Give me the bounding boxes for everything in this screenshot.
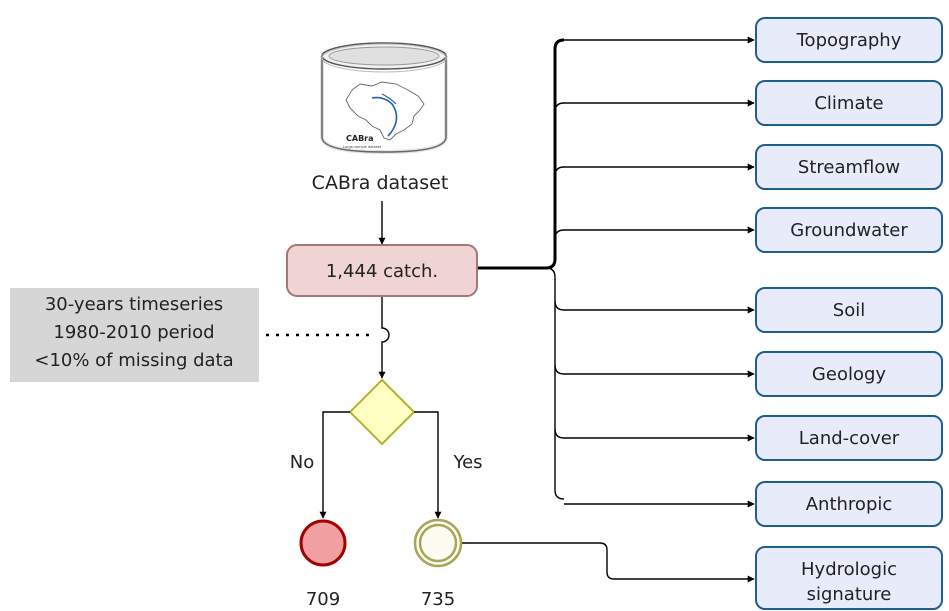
arrow-to-geology xyxy=(554,364,755,378)
attribute-label-topography: Topography xyxy=(796,30,902,51)
attribute-box-climate: Climate xyxy=(755,80,943,126)
brazil-map-icon xyxy=(345,81,425,141)
dataset-logo-title: CABra xyxy=(346,134,374,143)
attribute-bracket xyxy=(478,38,565,500)
arrow-to-groundwater xyxy=(554,226,755,240)
attribute-label-geology: Geology xyxy=(812,364,886,385)
attribute-label-anthropic: Anthropic xyxy=(806,494,893,515)
no-count: 709 xyxy=(306,589,340,610)
signature-line2: signature xyxy=(807,584,892,605)
attribute-label-streamflow: Streamflow xyxy=(798,157,900,178)
criteria-box: 30-years timeseries 1980-2010 period <10… xyxy=(10,288,259,382)
attribute-arrows xyxy=(554,36,755,508)
attribute-box-groundwater: Groundwater xyxy=(755,207,943,253)
arrow-catch-to-decision xyxy=(378,297,390,379)
arrow-to-climate xyxy=(554,99,755,113)
no-label: No xyxy=(290,452,314,473)
arrow-yes-branch xyxy=(414,411,442,519)
hydrologic-signature-box: Hydrologic signature xyxy=(755,546,943,610)
attribute-label-groundwater: Groundwater xyxy=(790,220,908,241)
database-icon: CABra Large-sample dataset xyxy=(320,42,448,155)
yes-outcome-circle xyxy=(413,518,463,568)
attribute-box-topography: Topography xyxy=(755,17,943,63)
attribute-box-frame xyxy=(755,287,943,333)
attribute-box-soil: Soil xyxy=(755,287,943,333)
signature-line1: Hydrologic xyxy=(801,559,897,580)
attribute-box-frame xyxy=(755,80,943,126)
catchments-label: 1,444 catch. xyxy=(326,261,438,282)
attribute-box-frame xyxy=(755,17,943,63)
criteria-line2: 1980-2010 period xyxy=(53,322,214,343)
dataset-logo-subtitle: Large-sample dataset xyxy=(343,145,382,149)
attribute-box-streamflow: Streamflow xyxy=(755,144,943,190)
attribute-label-climate: Climate xyxy=(814,93,883,114)
attribute-box-frame xyxy=(755,481,943,527)
attribute-box-anthropic: Anthropic xyxy=(755,481,943,527)
attribute-box-geology: Geology xyxy=(755,351,943,397)
attribute-label-soil: Soil xyxy=(833,300,865,321)
attribute-box-frame xyxy=(755,415,943,461)
catchments-box: 1,444 catch. xyxy=(286,244,478,297)
yes-label: Yes xyxy=(452,452,482,473)
arrow-to-soil xyxy=(554,300,755,314)
arrow-to-signature xyxy=(462,542,755,583)
decision-diamond xyxy=(348,378,416,446)
arrow-to-land-cover xyxy=(554,428,755,442)
attribute-box-frame xyxy=(755,144,943,190)
criteria-line1: 30-years timeseries xyxy=(45,294,223,315)
attribute-box-land-cover: Land-cover xyxy=(755,415,943,461)
attribute-boxes: TopographyClimateStreamflowGroundwaterSo… xyxy=(755,17,943,527)
arrow-no-branch xyxy=(319,411,350,519)
attribute-box-frame xyxy=(755,351,943,397)
arrow-to-streamflow xyxy=(554,163,755,177)
no-outcome-circle xyxy=(299,519,347,567)
attribute-box-frame xyxy=(755,207,943,253)
attribute-label-land-cover: Land-cover xyxy=(799,428,900,449)
yes-count: 735 xyxy=(421,589,455,610)
criteria-line3: <10% of missing data xyxy=(34,350,233,371)
dataset-label: CABra dataset xyxy=(312,172,449,194)
